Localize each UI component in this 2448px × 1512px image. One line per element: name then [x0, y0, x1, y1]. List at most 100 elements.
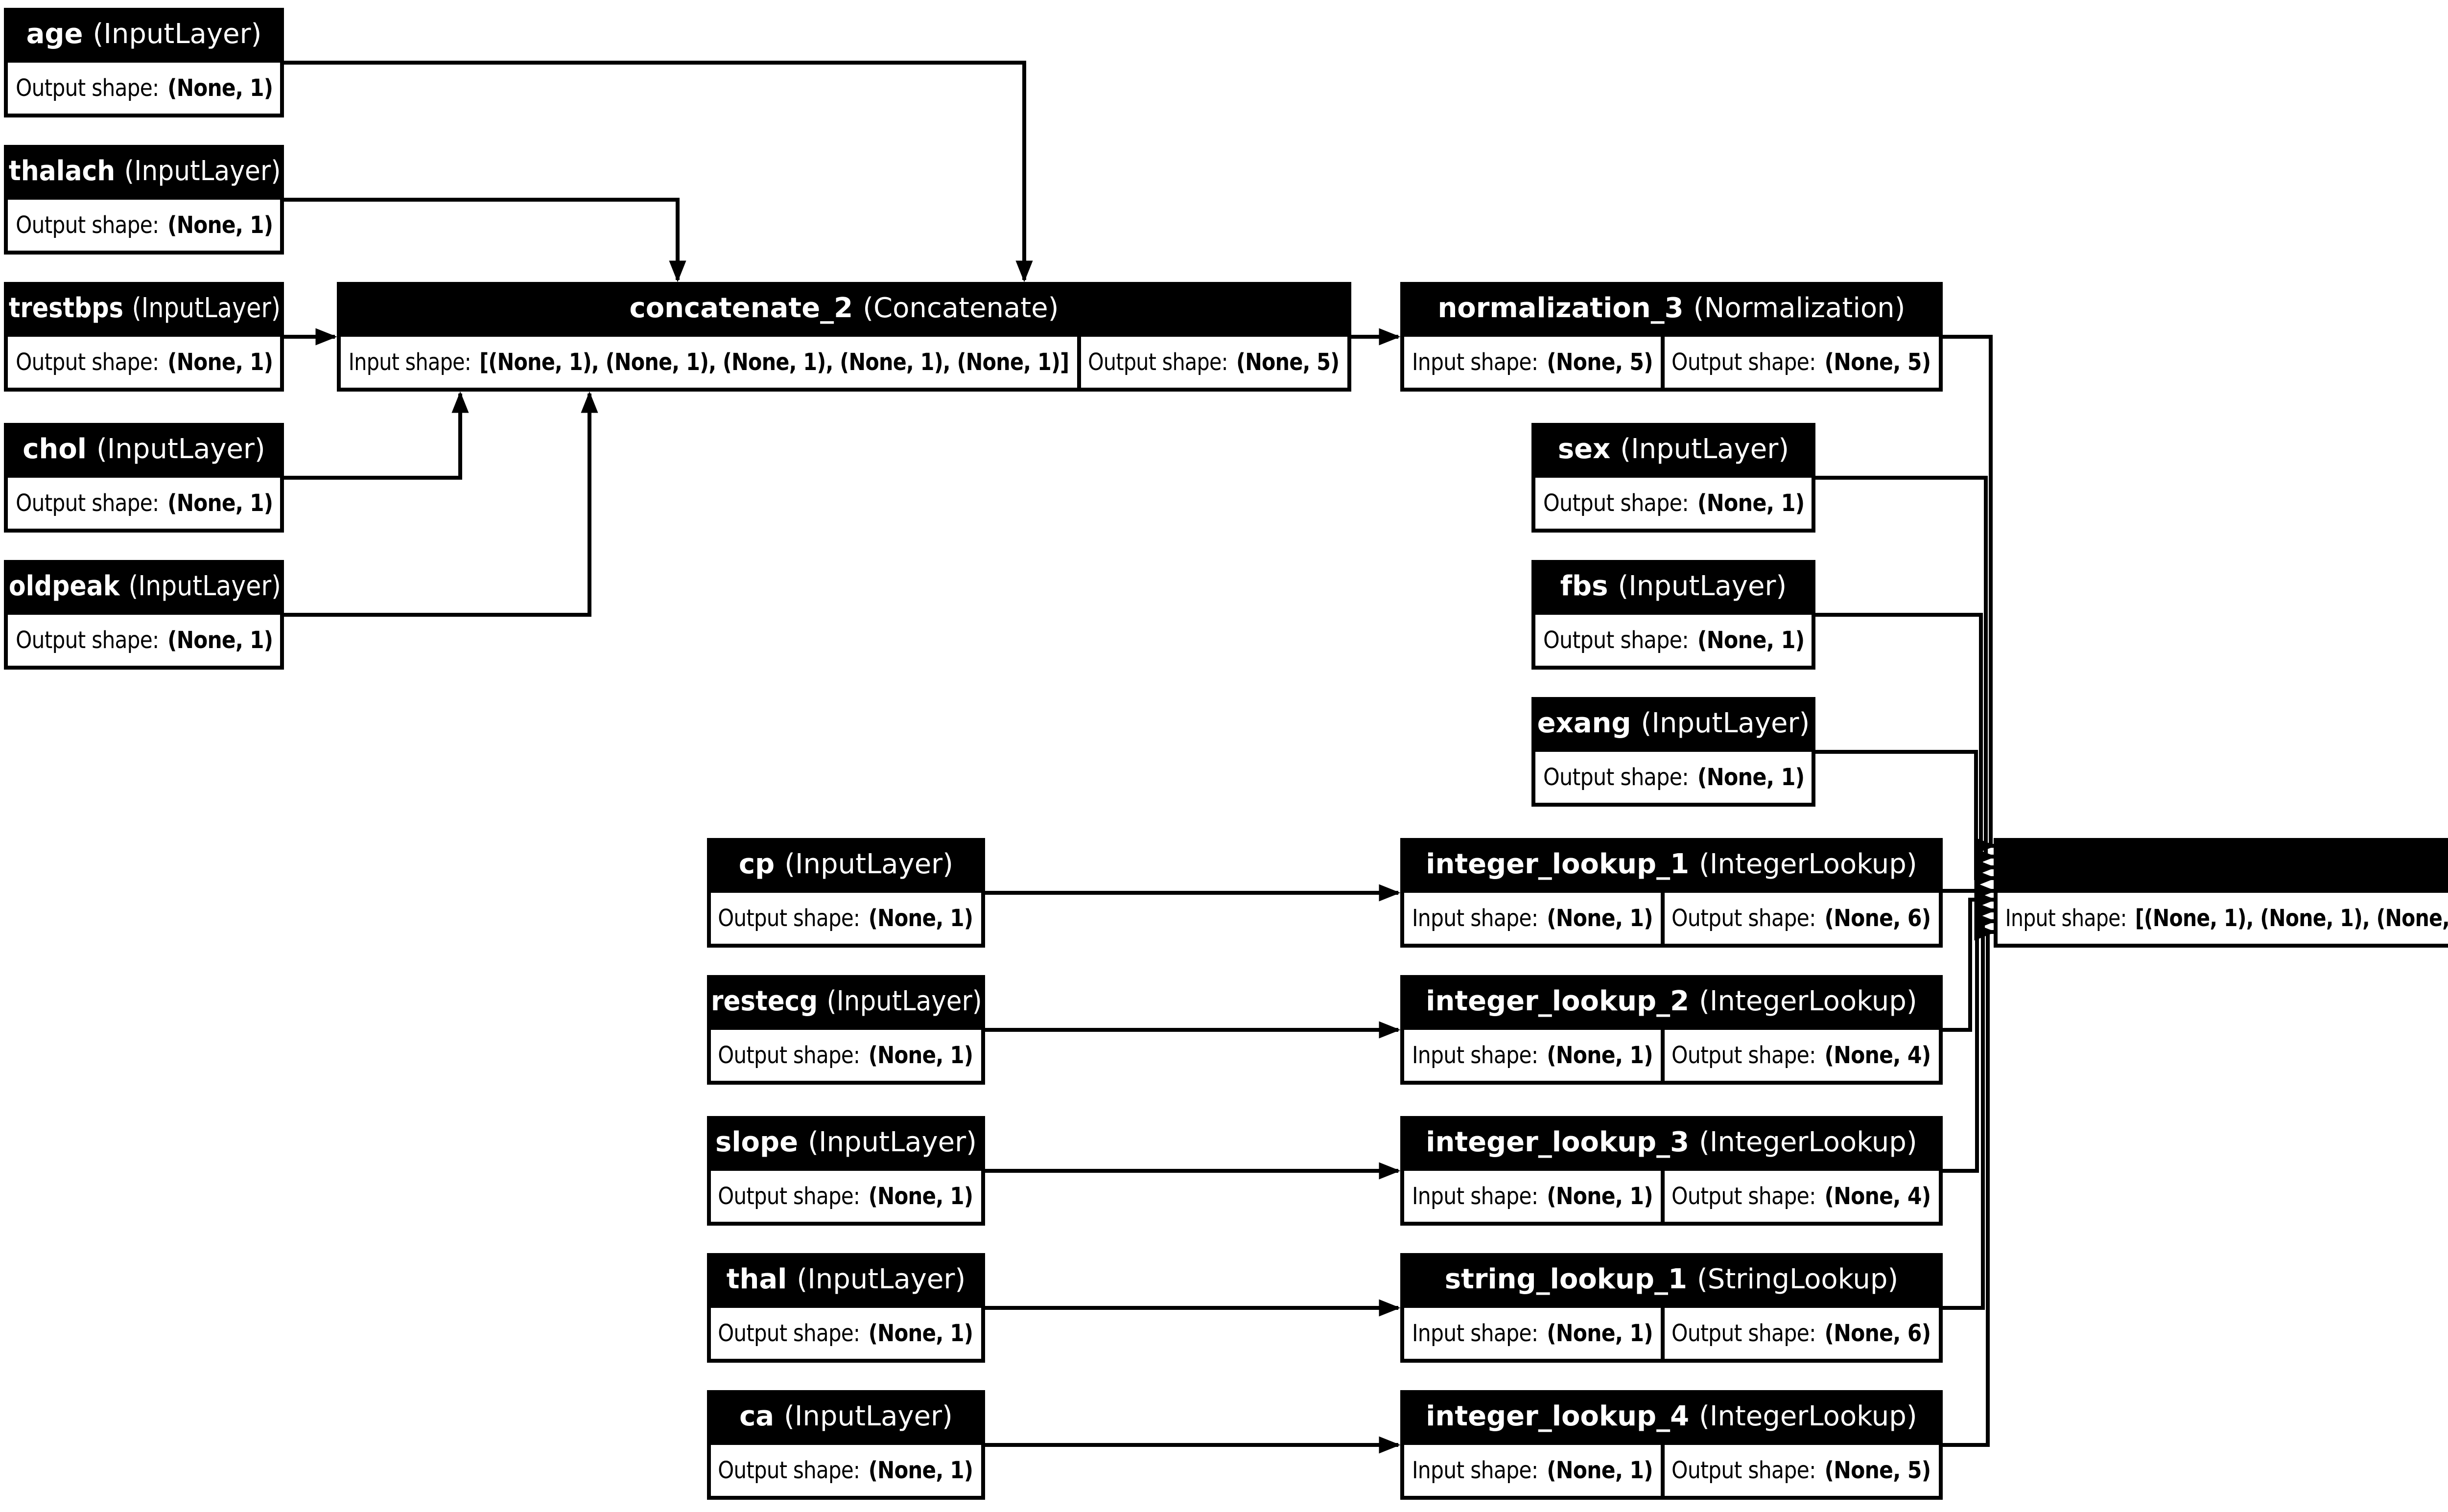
output-shape-value: (None, 1)	[1697, 489, 1804, 517]
shape-row: Input shape:[(None, 1), (None, 1), (None…	[1998, 893, 2448, 944]
node-integer_lookup_2: integer_lookup_2(IntegerLookup)Input sha…	[1400, 975, 1943, 1085]
layer-name: chol	[23, 435, 87, 466]
output-shape-cell: Output shape:(None, 1)	[711, 1030, 981, 1081]
edge-thalach-to-concatenate_2	[284, 198, 686, 282]
layer-type: (StringLookup)	[1696, 1265, 1899, 1296]
edge-fbs-to-concatenate_3	[1815, 613, 1996, 876]
input-shape-value: (None, 1)	[1547, 1183, 1653, 1210]
output-shape-cell: Output shape:(None, 1)	[711, 1445, 981, 1496]
layer-title: restecg(InputLayer)	[711, 975, 981, 1030]
output-shape-value: (None, 1)	[167, 74, 273, 102]
layer-type: (IntegerLookup)	[1699, 987, 1917, 1018]
layer-title-text: integer_lookup_3(IntegerLookup)	[1426, 1128, 1917, 1159]
shape-row: Output shape:(None, 1)	[711, 1445, 981, 1496]
layer-title-text: normalization_3(Normalization)	[1437, 294, 1905, 325]
layer-type: (InputLayer)	[123, 157, 280, 188]
output-shape-text: Output shape:(None, 1)	[15, 74, 273, 102]
layer-title-text: age(InputLayer)	[26, 20, 262, 51]
edge-integer_lookup_2-to-concatenate_3	[1943, 891, 1996, 1032]
output-shape-value: (None, 1)	[167, 627, 273, 654]
layer-title-text: thal(InputLayer)	[727, 1265, 966, 1296]
output-shape-cell: Output shape:(None, 1)	[711, 1171, 981, 1222]
node-concatenate_2: concatenate_2(Concatenate) Input shape:[(…	[337, 282, 1351, 392]
shape-row: Input shape:(None, 5)Output shape:(None,…	[1404, 337, 1939, 388]
output-shape-value: (None, 1)	[1697, 764, 1804, 791]
node-fbs: fbs(InputLayer)Output shape:(None, 1)	[1531, 560, 1815, 670]
output-shape-text: Output shape:(None, 1)	[1543, 764, 1804, 791]
shape-row: Output shape: (None, 1)	[1535, 478, 1812, 529]
input-shape-value: (None, 5)	[1547, 349, 1653, 376]
output-shape-cell: Output shape:(None, 1)	[711, 893, 981, 944]
input-shape-cell: Input shape: (None, 1)	[1404, 1445, 1661, 1496]
output-shape-text: Output shape:(None, 5)	[1672, 1457, 1931, 1484]
layer-title-text: chol(InputLayer)	[23, 435, 265, 466]
edge-sex-to-concatenate_3	[1815, 476, 1996, 865]
output-shape-value: (None, 4)	[1825, 1042, 1932, 1069]
output-shape-cell: Output shape:(None, 5)	[1664, 1445, 1939, 1496]
output-shape-value: (None, 1)	[869, 1320, 974, 1347]
edge-integer_lookup_3-to-concatenate_3	[1943, 902, 1996, 1173]
output-shape-value: (None, 1)	[167, 211, 273, 239]
input-shape-value: (None, 1)	[1547, 1457, 1653, 1484]
output-shape-label: Output shape:	[718, 1042, 861, 1069]
node-cp: cp(InputLayer) Output shape:(None, 1)	[707, 838, 985, 948]
output-shape-label: Output shape:	[718, 1457, 861, 1484]
shape-row: Input shape:(None, 1) Output shape:(None,…	[1404, 893, 1939, 944]
layer-title-text: slope(InputLayer)	[715, 1128, 977, 1159]
output-shape-cell: Output shape:(None, 1)	[8, 200, 280, 251]
output-shape-value: (None, 5)	[1825, 1457, 1932, 1484]
layer-title: integer_lookup_4(IntegerLookup)	[1404, 1390, 1939, 1445]
input-shape-cell: Input shape:[(None, 1), (None, 1), (None…	[341, 337, 1077, 388]
output-shape-text: Output shape:(None, 1)	[718, 1042, 974, 1069]
output-shape-text: Output shape:(None, 1)	[15, 489, 273, 517]
node-string_lookup_1: string_lookup_1(StringLookup) Input shape…	[1400, 1253, 1943, 1363]
layer-title: exang (InputLayer)	[1535, 697, 1812, 752]
input-shape-label: Input shape:	[1412, 1457, 1538, 1484]
input-shape-text: Input shape:[(None, 1), (None, 1), (None…	[348, 349, 1069, 376]
output-shape-cell: Output shape:(None, 1)	[1535, 752, 1812, 803]
input-shape-text: Input shape:(None, 1)	[1412, 905, 1653, 932]
layer-title: thalach(InputLayer)	[8, 145, 280, 200]
edge-normalization_3-to-concatenate_3	[1943, 335, 1996, 855]
shape-row: Input shape:(None, 1)Output shape:(None,…	[1404, 1030, 1939, 1081]
shape-row: Output shape:(None, 1)	[8, 63, 280, 114]
node-trestbps: trestbps(InputLayer)Output shape:(None, …	[4, 282, 284, 392]
shape-row: Input shape:(None, 1)Output shape:(None,…	[1404, 1308, 1939, 1359]
layer-title: trestbps(InputLayer)	[8, 282, 280, 337]
output-shape-label: Output shape:	[718, 1320, 861, 1347]
layer-title-text: integer_lookup_4(IntegerLookup)	[1426, 1402, 1917, 1433]
output-shape-value: (None, 4)	[1825, 1183, 1932, 1210]
output-shape-label: Output shape:	[718, 1183, 861, 1210]
layer-name: exang	[1537, 709, 1631, 740]
input-shape-cell: Input shape:[(None, 1), (None, 1), (None…	[1998, 893, 2448, 944]
layer-title-text: restecg(InputLayer)	[711, 987, 981, 1018]
node-exang: exang (InputLayer) Output shape:(None, 1)	[1531, 697, 1815, 807]
layer-type: (InputLayer)	[1641, 709, 1810, 740]
layer-title-text: cp(InputLayer)	[739, 850, 953, 881]
node-thal: thal(InputLayer) Output shape: (None, 1)	[707, 1253, 985, 1363]
output-shape-value: (None, 1)	[1697, 627, 1804, 654]
layer-title-text: string_lookup_1(StringLookup)	[1445, 1265, 1899, 1296]
output-shape-text: Output shape:(None, 6)	[1672, 1320, 1931, 1347]
shape-row: Output shape:(None, 1)	[8, 478, 280, 529]
output-shape-label: Output shape:	[718, 905, 861, 932]
layer-title: integer_lookup_1(IntegerLookup)	[1404, 838, 1939, 893]
input-shape-label: Input shape:	[1412, 1042, 1538, 1069]
shape-row: Input shape: (None, 1) Output shape:(None,…	[1404, 1445, 1939, 1496]
shape-row: Output shape:(None, 1)	[8, 200, 280, 251]
output-shape-value: (None, 1)	[167, 489, 273, 517]
layer-title: oldpeak(InputLayer)	[8, 560, 280, 615]
output-shape-text: Output shape:(None, 5)	[1672, 349, 1931, 376]
layer-type: (InputLayer)	[127, 572, 280, 603]
output-shape-cell: Output shape:(None, 6)	[1664, 893, 1939, 944]
output-shape-text: Output shape:(None, 4)	[1672, 1183, 1931, 1210]
layer-type: (InputLayer)	[784, 850, 954, 881]
layer-type: (InputLayer)	[808, 1128, 977, 1159]
layer-name: restecg	[711, 987, 818, 1018]
shape-row: Output shape:(None, 1)	[711, 1030, 981, 1081]
node-sex: sex(InputLayer)Output shape:(None, 1)	[1531, 423, 1815, 533]
layer-title: concatenate_2(Concatenate)	[341, 282, 1347, 337]
edge-age-to-concatenate_2	[284, 61, 1033, 282]
output-shape-label: Output shape:	[1543, 489, 1689, 517]
